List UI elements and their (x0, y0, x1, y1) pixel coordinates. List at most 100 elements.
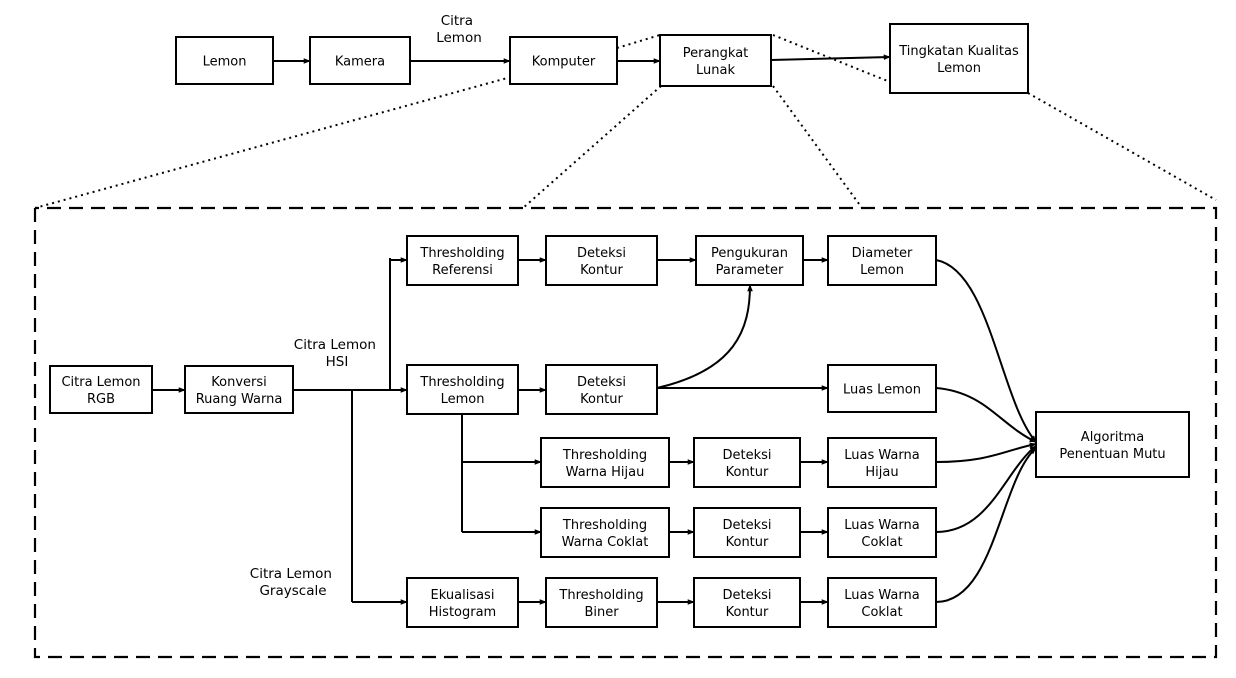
box-label-line: Tingkatan Kualitas (898, 44, 1019, 59)
box-label-line: Referensi (432, 263, 493, 278)
zoom-lines (34, 34, 1217, 209)
box-label-line: Luas Warna (844, 518, 919, 533)
box-label-line: Parameter (716, 263, 784, 278)
box-label-line: Ruang Warna (196, 392, 283, 407)
box-label-line: Kontur (726, 465, 769, 480)
box-label-line: Coklat (861, 535, 902, 550)
box-label-line: Deteksi (722, 448, 771, 463)
box-label-line: Thresholding (562, 448, 647, 463)
box-label-line: Luas Warna (844, 588, 919, 603)
software-detail-frame (33, 206, 1218, 659)
box-label-line: Citra Lemon (61, 375, 140, 390)
box-label-line: Kontur (580, 263, 623, 278)
box-komputer: Komputer (509, 36, 618, 85)
box-label-line: Komputer (532, 55, 596, 70)
box-label-line: RGB (87, 392, 115, 407)
box-label: Komputer (532, 55, 596, 70)
box-label-line: Warna Hijau (566, 465, 645, 480)
flow-labels: Citra Lemon Citra Lemon HSI Citra Lemon … (250, 13, 482, 599)
box-label-line: Thresholding (419, 246, 504, 261)
connectors (152, 54, 1037, 605)
box-luas-lemon: Luas Lemon (827, 364, 937, 413)
label-citra-lemon: Citra Lemon (436, 13, 482, 46)
box-label-line: Deteksi (577, 246, 626, 261)
box-lemon: Lemon (175, 36, 274, 85)
box-label-line: Histogram (429, 605, 496, 620)
box-label-line: Thresholding (419, 375, 504, 390)
box-label-line: Deteksi (722, 518, 771, 533)
box-label-line: Hijau (865, 465, 898, 480)
box-label-line: Lemon (860, 263, 904, 278)
label-citra-grayscale: Citra Lemon Grayscale (250, 566, 336, 599)
box-label-line: Lemon (203, 55, 247, 70)
box-label-line: Diameter (852, 246, 913, 261)
box-label-line: Kontur (726, 605, 769, 620)
box-label-line: Kontur (580, 392, 623, 407)
box-label-line: Pengukuran (711, 246, 788, 261)
box-label: Luas Lemon (843, 383, 921, 398)
box-label-line: Ekualisasi (431, 588, 495, 603)
box-label-line: Luas Lemon (843, 383, 921, 398)
box-label-line: Lunak (696, 63, 735, 78)
box-label-line: Warna Coklat (562, 535, 649, 550)
box-kamera: Kamera (309, 36, 411, 85)
box-label-line: Kontur (726, 535, 769, 550)
box-label-line: Coklat (861, 605, 902, 620)
box-label-line: Perangkat (683, 46, 749, 61)
box-label-line: Deteksi (722, 588, 771, 603)
box-label-line: Luas Warna (844, 448, 919, 463)
box-label-line: Biner (584, 605, 619, 620)
box-label-line: Deteksi (577, 375, 626, 390)
box-label: Lemon (203, 55, 247, 70)
box-label-line: Penentuan Mutu (1059, 447, 1165, 462)
box-label-line: Lemon (937, 61, 981, 76)
box-label-line: Kamera (335, 55, 385, 70)
box-label-line: Thresholding (558, 588, 643, 603)
box-label-line: Algoritma (1081, 430, 1144, 445)
box-label-line: Lemon (441, 392, 485, 407)
label-citra-hsi: Citra Lemon HSI (294, 337, 380, 370)
box-label: Kamera (335, 55, 385, 70)
box-label-line: Konversi (211, 375, 267, 390)
